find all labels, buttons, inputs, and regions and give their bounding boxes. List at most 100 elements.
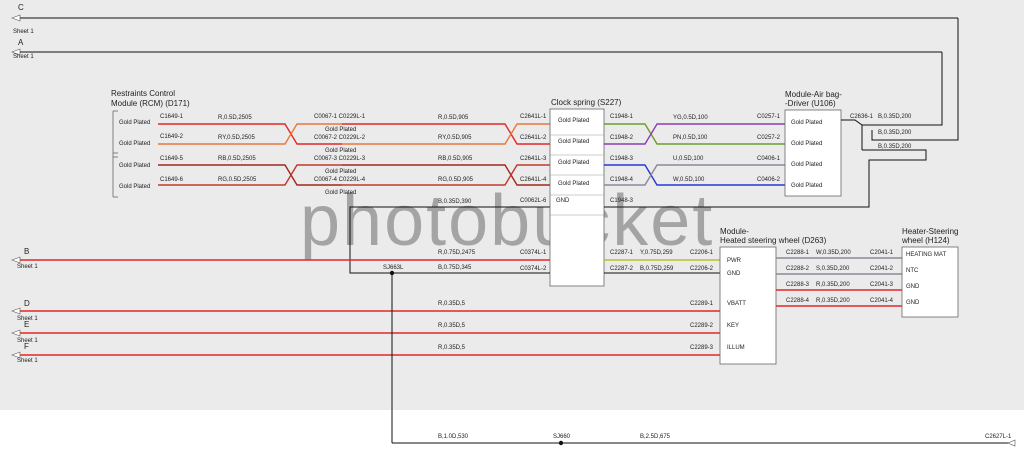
wire-label: U,0.5D,100	[673, 156, 704, 162]
heater-module: Heater-Steering wheel (H124) HEATING MAT…	[870, 227, 958, 318]
pin-label: NTC	[906, 268, 919, 274]
pin-label: HEATING MAT	[906, 252, 946, 258]
sheet-ref-letter: C	[18, 3, 24, 12]
wire-label: RY,0.5D,905	[438, 135, 472, 141]
wire-label: R,0.35D,5	[438, 323, 466, 329]
heater-pin: C2041-3	[870, 282, 894, 288]
twisted-pair-2	[158, 164, 342, 186]
c0067-pin: C0067-3 C0229L-3	[314, 156, 366, 162]
wire-label: B,0.35D,390	[438, 199, 472, 205]
gold-plated-label: Gold Plated	[325, 169, 356, 175]
sheet-ref-letter: F	[24, 342, 29, 351]
airbag-out-pin: C2636-1	[850, 114, 874, 120]
wire-label: R,0.75D,2475	[438, 250, 476, 256]
heater-pin: C2041-4	[870, 298, 894, 304]
rcm-pin-1: C1649-1	[160, 114, 184, 120]
twisted-pair-6	[604, 164, 785, 186]
wire-label: R,0.5D,905	[438, 115, 469, 121]
airbag-pin: C0257-1	[757, 114, 781, 120]
gnd-label: GND	[556, 198, 570, 204]
wire-label: B,0.35D,200	[878, 114, 912, 120]
clock-pin-right: C1948-4	[610, 177, 634, 183]
ground-connector	[1007, 439, 1016, 447]
wire-label: B,0.35D,200	[878, 144, 912, 150]
splice-sj660	[558, 440, 564, 446]
diagram-background	[0, 0, 1024, 410]
clock-pin-lower-left: C0374L-2	[520, 266, 547, 272]
clock-pin-left: C2641L-1	[520, 114, 547, 120]
module-pin-right: C2288-3	[786, 282, 810, 288]
clock-pin-left: C2641L-4	[520, 177, 547, 183]
wire-gnd	[349, 206, 550, 274]
airbag-title-2: -Driver (U106)	[785, 99, 836, 108]
clock-pin-right: C1948-3	[610, 156, 634, 162]
rcm-title-1: Restraints Control	[111, 89, 175, 98]
wire-label: B,0.75D,259	[640, 266, 674, 272]
wire-label: Y,0.75D,259	[640, 250, 673, 256]
gold-plated-label: Gold Plated	[558, 160, 589, 166]
gold-plated-label: Gold Plated	[791, 162, 822, 168]
rcm-module: Restraints Control Module (RCM) (D171) G…	[111, 89, 190, 198]
clock-pin-right: C1948-2	[610, 135, 634, 141]
rcm-title-2: Module (RCM) (D171)	[111, 99, 190, 108]
rcm-pin-3: C1649-5	[160, 156, 184, 162]
wire-label: B,1.0D,530	[438, 434, 469, 440]
module-pin-right: C2288-2	[786, 266, 810, 272]
twisted-pair-4	[342, 164, 550, 186]
steering-title-2: Heated steering wheel (D263)	[720, 236, 827, 245]
wire-label: RY,0.5D,2505	[218, 135, 255, 141]
gold-plated-label: Gold Plated	[558, 139, 589, 145]
c0067-pin: C0067-1 C0229L-1	[314, 114, 366, 120]
clock-spring: Clock spring (S227) Gold Plated Gold Pla…	[520, 98, 634, 287]
module-pin-right: C2288-4	[786, 298, 810, 304]
pin-label: GND	[906, 284, 920, 290]
airbag-module: Module-Air bag- -Driver (U106) Gold Plat…	[757, 90, 874, 197]
gold-plated-label: Gold Plated	[325, 190, 356, 196]
airbag-title-1: Module-Air bag-	[785, 90, 842, 99]
wire-a-return	[872, 52, 943, 126]
gold-plated-label: Gold Plated	[791, 120, 822, 126]
module-pin-left: C2289-3	[690, 345, 714, 351]
sheet-ref-letter: E	[24, 320, 29, 329]
module-pin-left: C2206-2	[690, 266, 714, 272]
wire-label: S,0.35D,200	[816, 266, 850, 272]
watermark: photobucket	[300, 181, 714, 261]
wire-label: W,0.35D,200	[816, 250, 851, 256]
ground-label: C2627L-1	[985, 434, 1012, 440]
pin-label: KEY	[727, 323, 739, 329]
airbag-pin: C0406-1	[757, 156, 781, 162]
module-pin-left: C2289-1	[690, 301, 714, 307]
clock-pin-lower-left: C0374L-1	[520, 250, 547, 256]
heater-pin: C2041-2	[870, 266, 894, 272]
module-pin-right: C2288-1	[786, 250, 810, 256]
steering-module: Module- Heated steering wheel (D263) PWR…	[690, 227, 827, 365]
wire-c-return	[871, 18, 959, 141]
module-pin-left: C2206-1	[690, 250, 714, 256]
clock-pin-lower-right: C2287-1	[610, 250, 634, 256]
wire-label: R,0.5D,2505	[218, 115, 252, 121]
wire-airbag-out	[841, 119, 872, 126]
wire-label: RB,0.5D,905	[438, 156, 473, 162]
steering-title-1: Module-	[720, 227, 749, 236]
wire-label: R,0.35D,200	[816, 282, 850, 288]
gold-plated-label: Gold Plated	[119, 163, 150, 169]
gold-plated-label: Gold Plated	[791, 141, 822, 147]
wire-label: R,0.35D,200	[816, 298, 850, 304]
c0067-connector: C0067-1 C0229L-1 Gold Plated C0067-2 C02…	[314, 114, 366, 196]
wire-b-return	[604, 149, 927, 208]
twisted-pair-1	[158, 123, 342, 145]
wire-label: B,0.35D,200	[878, 130, 912, 136]
clock-spring-title: Clock spring (S227)	[551, 98, 622, 107]
gold-plated-label: Gold Plated	[791, 183, 822, 189]
clock-pin-left: C2641L-2	[520, 135, 547, 141]
gold-plated-label: Gold Plated	[558, 181, 589, 187]
module-pin-left: C2289-2	[690, 323, 714, 329]
sheet-ref-letter: D	[24, 299, 30, 308]
wire-label: R,0.35D,5	[438, 301, 466, 307]
splice-label: SJ660	[553, 434, 571, 440]
rcm-pin-4: C1649-6	[160, 177, 184, 183]
gold-plated-label: Gold Plated	[119, 120, 150, 126]
wire-label: B,2.5D,675	[640, 434, 671, 440]
gold-plated-label: Gold Plated	[325, 127, 356, 133]
rcm-pin-2: C1649-2	[160, 134, 184, 140]
